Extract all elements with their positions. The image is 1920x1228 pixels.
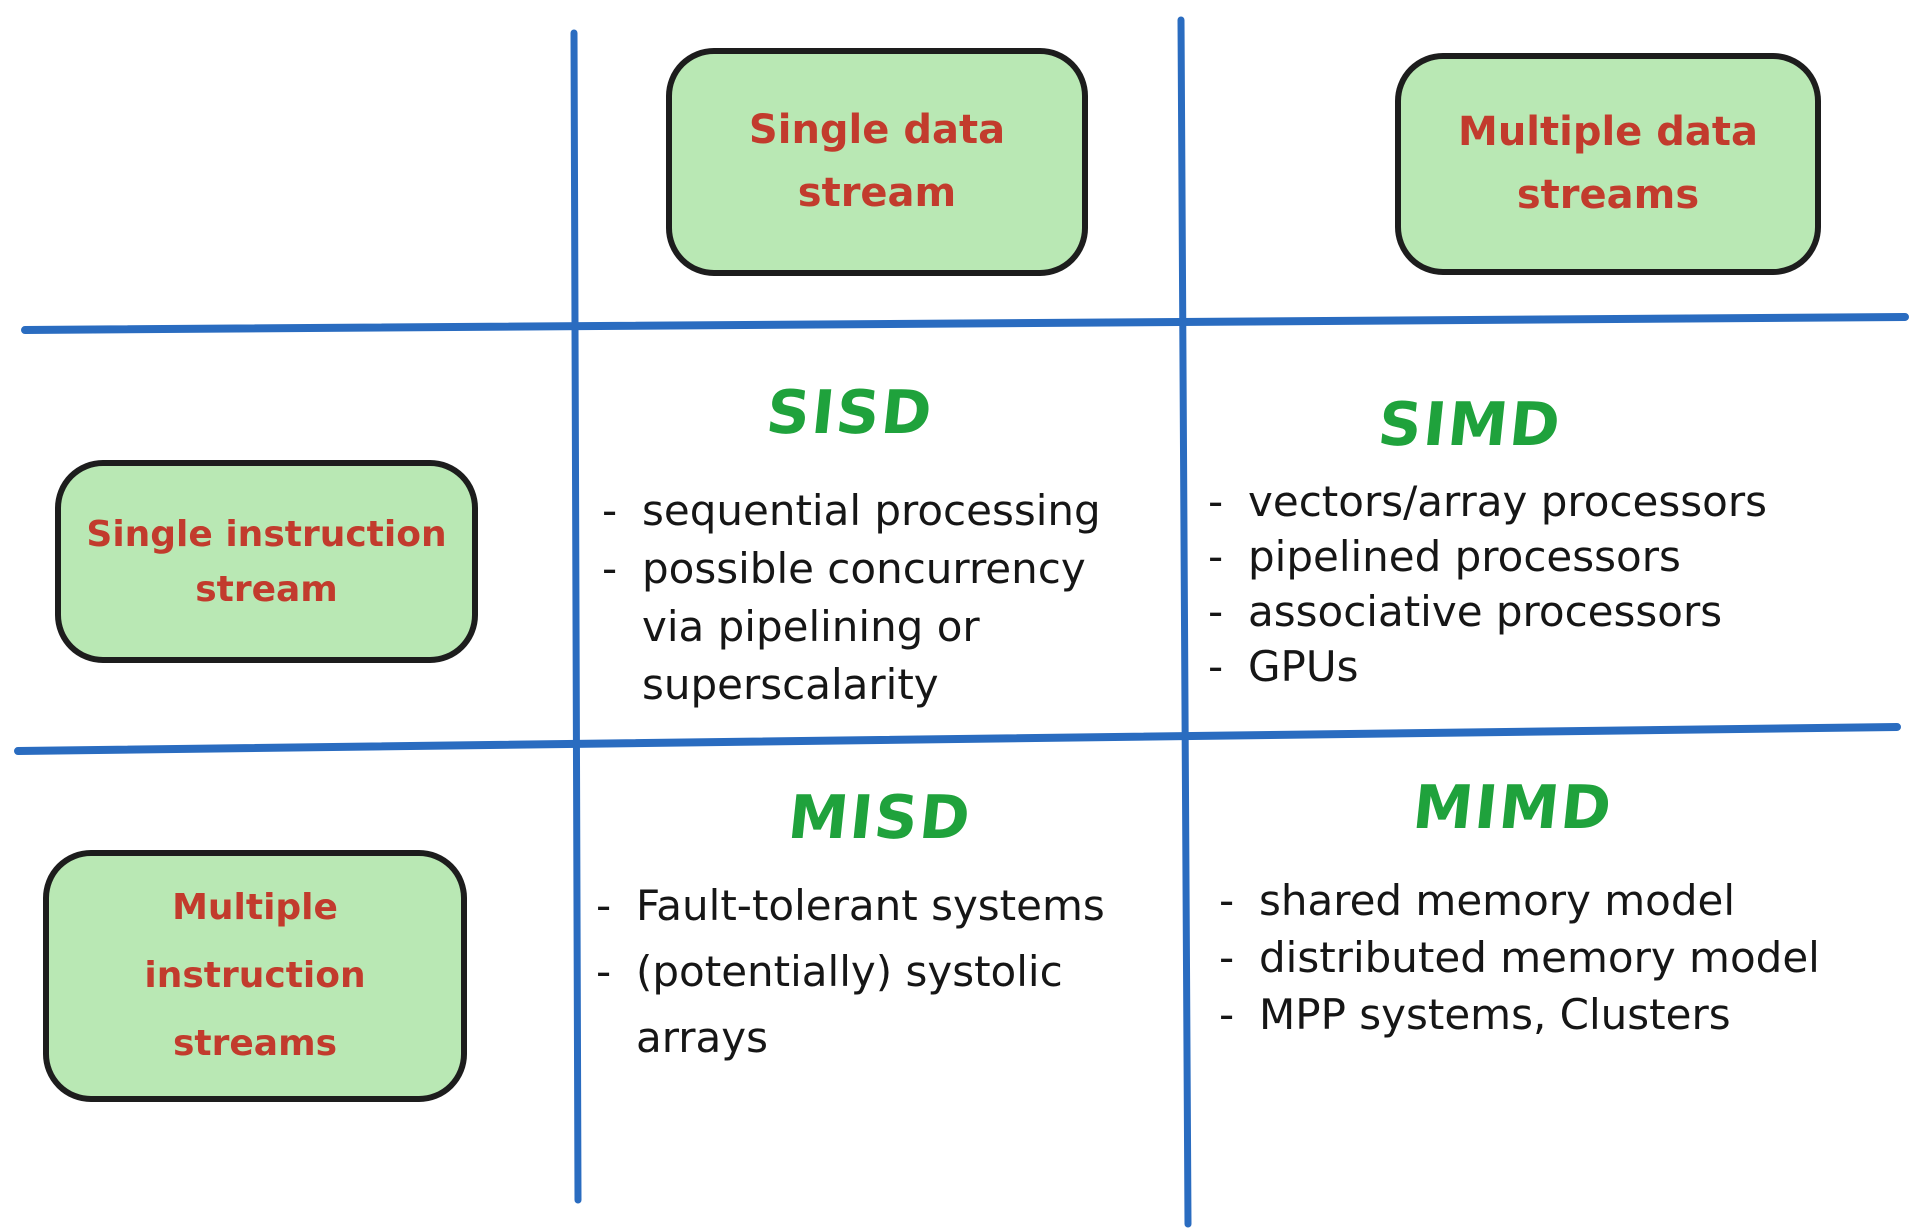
col-header-text: Multiple data: [1458, 109, 1758, 155]
quadrant-title-misd: MISD: [784, 783, 976, 853]
list-item-text: (potentially) systolic: [636, 946, 1063, 996]
col-header-text: stream: [797, 170, 957, 216]
list-item: superscalarity: [602, 655, 1101, 713]
bullet-dash: -: [1208, 642, 1224, 691]
list-item: - MPP systems, Clusters: [1219, 986, 1820, 1043]
list-item-text: via pipelining or: [642, 601, 980, 651]
quadrant-list-misd: - Fault-tolerant systems - (potentially)…: [596, 872, 1105, 1070]
quadrant-title-mimd: MIMD: [1409, 773, 1617, 843]
list-item-text: distributed memory model: [1259, 933, 1820, 982]
bullet-dash: -: [1208, 477, 1224, 526]
list-item-text: arrays: [636, 1012, 769, 1062]
quadrant-list-simd: - vectors/array processors - pipelined p…: [1208, 474, 1767, 694]
list-item: - vectors/array processors: [1208, 474, 1767, 529]
row-header-text: instruction: [144, 955, 366, 996]
bullet-dash: -: [602, 543, 618, 593]
list-item-text: Fault-tolerant systems: [636, 880, 1105, 930]
vertical-divider-left: [570, 29, 582, 1204]
list-item: - GPUs: [1208, 639, 1767, 694]
row-header-single-instruction-stream: Single instruction stream: [55, 460, 478, 663]
list-item-text: associative processors: [1248, 587, 1723, 636]
list-item: - associative processors: [1208, 584, 1767, 639]
list-item: - distributed memory model: [1219, 929, 1820, 986]
list-item-text: pipelined processors: [1248, 532, 1681, 581]
horizontal-divider-bottom: [14, 723, 1901, 755]
list-item: - (potentially) systolic: [596, 938, 1105, 1004]
row-header-text: stream: [195, 568, 338, 610]
list-item-text: vectors/array processors: [1248, 477, 1767, 526]
list-item: arrays: [596, 1004, 1105, 1070]
row-header-multiple-instruction-streams: Multiple instruction streams: [43, 850, 467, 1102]
col-header-multiple-data-streams: Multiple data streams: [1395, 53, 1821, 275]
horizontal-divider-top: [21, 313, 1909, 334]
vertical-divider-right: [1177, 16, 1192, 1228]
list-item: - pipelined processors: [1208, 529, 1767, 584]
col-header-text: Single data: [748, 107, 1006, 153]
quadrant-title-simd: SIMD: [1374, 390, 1566, 460]
row-header-text: Multiple: [172, 887, 338, 928]
quadrant-list-sisd: - sequential processing - possible concu…: [602, 481, 1101, 713]
list-item-text: shared memory model: [1259, 876, 1736, 925]
bullet-dash: -: [1208, 532, 1224, 581]
list-item-text: sequential processing: [642, 485, 1101, 535]
bullet-dash: -: [1219, 990, 1235, 1039]
bullet-dash: -: [602, 485, 618, 535]
bullet-dash: -: [1219, 876, 1235, 925]
list-item-text: superscalarity: [642, 659, 939, 709]
list-item-text: MPP systems, Clusters: [1259, 990, 1731, 1039]
quadrant-title-sisd: SISD: [763, 378, 937, 448]
col-header-single-data-stream: Single data stream: [666, 48, 1088, 276]
list-item-text: GPUs: [1248, 642, 1359, 691]
quadrant-list-mimd: - shared memory model - distributed memo…: [1219, 872, 1820, 1043]
bullet-dash: -: [596, 946, 612, 996]
bullet-dash: -: [1208, 587, 1224, 636]
row-header-text: streams: [172, 1023, 338, 1064]
row-header-text: Single instruction: [86, 513, 447, 555]
list-item: - Fault-tolerant systems: [596, 872, 1105, 938]
list-item: - shared memory model: [1219, 872, 1820, 929]
list-item: via pipelining or: [602, 597, 1101, 655]
list-item: - possible concurrency: [602, 539, 1101, 597]
bullet-dash: -: [1219, 933, 1235, 982]
list-item: - sequential processing: [602, 481, 1101, 539]
bullet-dash: -: [596, 880, 612, 930]
list-item-text: possible concurrency: [642, 543, 1086, 593]
col-header-text: streams: [1516, 172, 1700, 218]
